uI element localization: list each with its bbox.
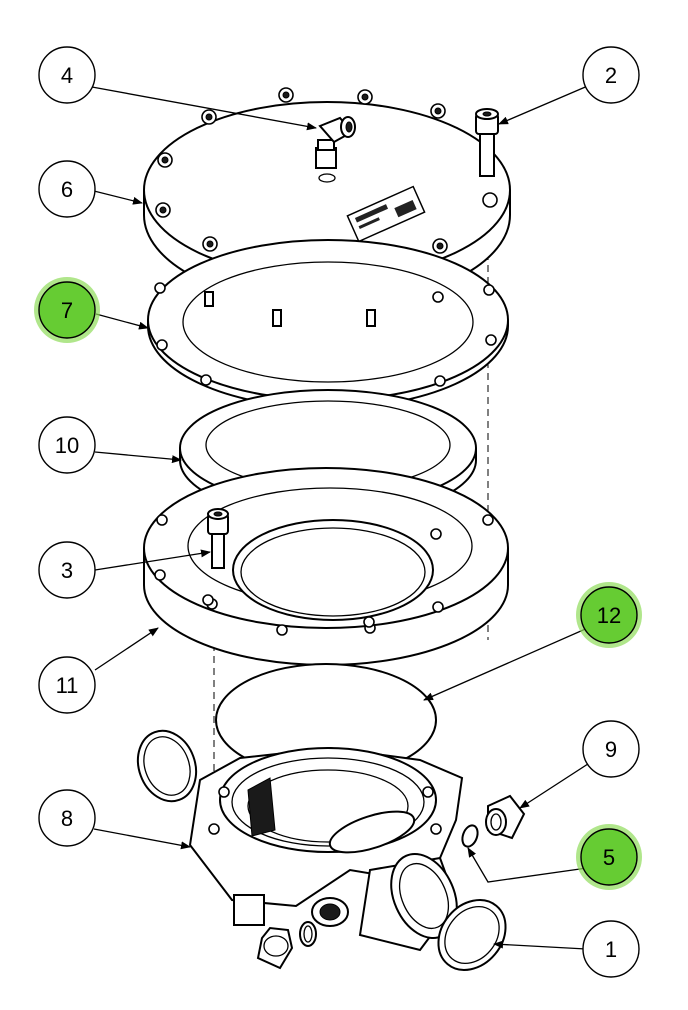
callout-bubbles: 4 2 6 7 10 3 12 11 bbox=[34, 46, 642, 978]
callout-label-2: 2 bbox=[605, 63, 617, 88]
highlight-marker-12 bbox=[580, 586, 638, 644]
callout-label-12: 12 bbox=[597, 603, 621, 628]
callout-11: 11 bbox=[38, 656, 96, 714]
callout-label-7: 7 bbox=[61, 298, 73, 323]
callout-8: 8 bbox=[38, 789, 96, 847]
callout-label-11: 11 bbox=[56, 673, 79, 698]
oring-left bbox=[136, 729, 198, 803]
drain-plug bbox=[256, 921, 317, 970]
oring-outlet bbox=[437, 899, 507, 971]
nameplate bbox=[346, 185, 426, 243]
callout-label-6: 6 bbox=[61, 177, 73, 202]
callout-10: 10 bbox=[38, 416, 96, 474]
callout-label-4: 4 bbox=[61, 63, 73, 88]
cap-screw-middle bbox=[207, 508, 229, 569]
leader-lines bbox=[91, 84, 592, 950]
callout-label-1: 1 bbox=[605, 937, 617, 962]
callout-6: 6 bbox=[38, 160, 96, 218]
side-plug bbox=[485, 794, 526, 840]
body-holes bbox=[208, 786, 442, 835]
callout-3: 3 bbox=[38, 541, 96, 599]
callout-label-9: 9 bbox=[605, 737, 617, 762]
callout-7: 7 bbox=[34, 277, 100, 343]
callout-label-8: 8 bbox=[61, 806, 73, 831]
callout-label-3: 3 bbox=[61, 558, 73, 583]
callout-1: 1 bbox=[582, 920, 640, 978]
small-oring bbox=[461, 824, 479, 848]
middle-flange bbox=[143, 467, 509, 666]
callout-12: 12 bbox=[576, 582, 642, 648]
gasket-ring bbox=[147, 239, 509, 410]
valve-body bbox=[188, 746, 464, 952]
callout-label-5: 5 bbox=[603, 845, 615, 870]
cap-screw-top bbox=[475, 108, 499, 177]
callout-5: 5 bbox=[576, 824, 642, 890]
callout-9: 9 bbox=[582, 720, 640, 778]
elbow-fitting bbox=[315, 116, 356, 169]
highlight-marker-7 bbox=[38, 281, 96, 339]
highlight-marker-5 bbox=[580, 828, 638, 886]
callout-4: 4 bbox=[38, 46, 96, 104]
callout-label-10: 10 bbox=[55, 433, 79, 458]
callout-2: 2 bbox=[582, 46, 640, 104]
